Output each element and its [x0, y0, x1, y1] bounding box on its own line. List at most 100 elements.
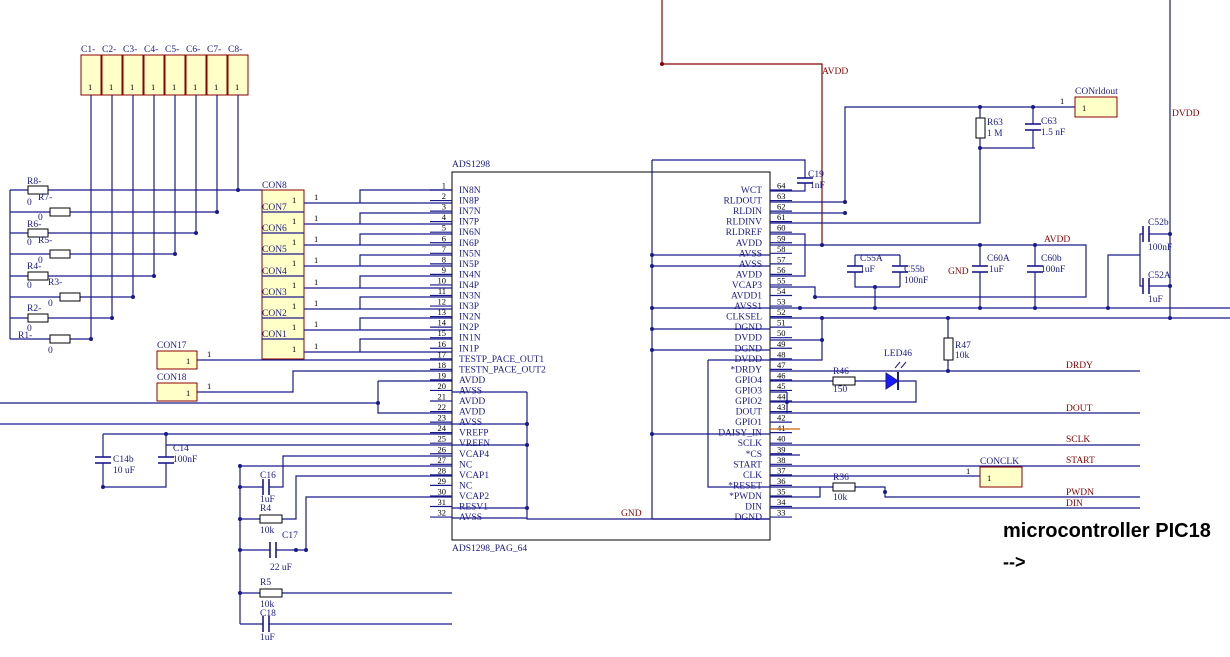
c19-value: 1nF — [810, 181, 825, 191]
c55b-name: C55b — [904, 265, 925, 275]
con2-label: CON2 — [262, 309, 287, 319]
chip-pin-number-5: 5 — [442, 223, 446, 233]
chip-pin-name-14: IN2P — [459, 323, 479, 333]
chip-pin-name-10: IN4P — [459, 281, 479, 291]
chip-pin-number-36: 36 — [777, 476, 786, 486]
chip-pin-name-21: AVDD — [459, 397, 485, 407]
chip-pin-number-49: 49 — [777, 339, 786, 349]
resistor-r4 — [27, 271, 49, 281]
chip-pin-number-62: 62 — [777, 202, 786, 212]
reference-caps: C14b 10 uF C14 100nF C16 1uF R4 10k C17 … — [95, 432, 452, 643]
chip-pin-name-12: IN3P — [459, 302, 479, 312]
con4-pin: 1 — [292, 280, 296, 290]
chip-pin-name-23: AVSS — [459, 418, 482, 428]
connector-c5-pin: 1 — [172, 82, 176, 92]
net-start: START — [1066, 456, 1095, 466]
r4-name: R4- — [27, 262, 41, 272]
chip-pin-name-35: *PWDN — [729, 492, 762, 502]
net-dout: DOUT — [1066, 404, 1093, 414]
con3-label: CON3 — [262, 288, 287, 298]
conrldout-wire-pin: 1 — [1060, 96, 1064, 106]
chip-pin-name-3: IN7N — [459, 207, 481, 217]
chip-pin-number-38: 38 — [777, 455, 786, 465]
chip-pin-name-7: IN5N — [459, 249, 481, 259]
net-avdd-right: AVDD — [1044, 235, 1070, 245]
c52b-value: 100nF — [1148, 243, 1172, 253]
con18-label: CON18 — [157, 373, 187, 383]
connector-c8-label: C8- — [228, 45, 242, 55]
c18-value: 1uF — [260, 633, 275, 643]
connector-conrldout — [1074, 96, 1118, 118]
connector-c2-label: C2- — [102, 45, 116, 55]
c52a-value: 1uF — [1148, 295, 1163, 305]
c60a-value: 1uF — [989, 265, 1004, 275]
chip-pin-number-33: 33 — [777, 508, 786, 518]
chip-pin-name-15: IN1N — [459, 334, 481, 344]
chip-pin-number-24: 24 — [438, 423, 447, 433]
resistor-r36 — [832, 482, 856, 492]
ads1298-chip: ADS1298 ADS1298_PAG_64 1IN8N2IN8P3IN7N4I… — [430, 159, 806, 554]
chip-pin-name-55: VCAP3 — [732, 281, 762, 291]
chip-pin-name-64: WCT — [741, 186, 762, 196]
chip-pin-name-62: RLDIN — [733, 207, 762, 217]
chip-pin-number-37: 37 — [777, 465, 786, 475]
c52b-name: C52b — [1148, 218, 1169, 228]
r5b-value: 10k — [260, 600, 275, 610]
r3-value: 0 — [48, 299, 53, 309]
led46-diode — [885, 372, 899, 390]
r2-name: R2- — [27, 304, 41, 314]
chip-pin-number-52: 52 — [777, 307, 786, 317]
chip-pin-name-40: SCLK — [738, 439, 762, 449]
chip-pin-name-6: IN6P — [459, 239, 479, 249]
chip-body — [451, 171, 771, 541]
resistor-r8 — [27, 185, 49, 195]
r6-value: 0 — [27, 238, 32, 248]
chip-pin-name-11: IN3N — [459, 292, 481, 302]
net-avdd-top: AVDD — [822, 67, 848, 77]
con5-wire-pin: 1 — [314, 255, 318, 265]
con8-pin: 1 — [292, 195, 296, 205]
c63-name: C63 — [1041, 117, 1057, 127]
c14-name: C14 — [173, 444, 189, 454]
chip-pin-number-48: 48 — [777, 349, 786, 359]
electrode-resistor-network: R8- 0 R7- 0 R6- 0 R5- 0 R4- 0 R3- 0 R2- … — [9, 177, 262, 356]
con6-label: CON6 — [262, 224, 287, 234]
r2-value: 0 — [27, 324, 32, 334]
con17-label: CON17 — [157, 341, 187, 351]
r46-name: R46 — [833, 367, 849, 377]
chip-name: ADS1298 — [452, 160, 490, 170]
chip-pin-name-26: VCAP4 — [459, 450, 489, 460]
chip-pin-number-27: 27 — [438, 455, 447, 465]
r4-value: 0 — [27, 281, 32, 291]
c60b-name: C60b — [1041, 254, 1062, 264]
con1-label: CON1 — [262, 330, 287, 340]
chip-pin-name-44: GPIO2 — [735, 397, 762, 407]
connector-c2-pin: 1 — [109, 82, 113, 92]
net-gnd-bottom: GND — [621, 509, 642, 519]
chip-pin-number-41: 41 — [777, 423, 786, 433]
chip-pin-number-53: 53 — [777, 297, 786, 307]
chip-pin-number-17: 17 — [438, 349, 447, 359]
r47-name: R47 — [955, 341, 971, 351]
chip-pin-name-17: TESTP_PACE_OUT1 — [459, 355, 544, 365]
con17-box-pin: 1 — [186, 356, 190, 366]
conclk-box-pin: 1 — [987, 473, 991, 483]
r1-value: 0 — [48, 346, 53, 356]
connector-con18 — [156, 382, 198, 402]
chip-pin-name-50: DVDD — [735, 334, 763, 344]
chip-pin-number-10: 10 — [438, 275, 447, 285]
chip-pin-number-59: 59 — [777, 233, 786, 243]
conclk-label: CONCLK — [980, 457, 1019, 467]
resistor-r46 — [832, 376, 856, 386]
chip-pin-number-61: 61 — [777, 212, 786, 222]
con4-wire-pin: 1 — [314, 277, 318, 287]
connector-c7-label: C7- — [207, 45, 221, 55]
chip-pin-number-63: 63 — [777, 191, 786, 201]
r4b-value: 10k — [260, 526, 275, 536]
con4-label: CON4 — [262, 267, 287, 277]
note-microcontroller: microcontroller PIC18 — [1003, 520, 1211, 542]
r4b-name: R4 — [260, 504, 271, 514]
note-arrow: --> — [1003, 552, 1026, 572]
chip-pin-number-40: 40 — [777, 434, 786, 444]
